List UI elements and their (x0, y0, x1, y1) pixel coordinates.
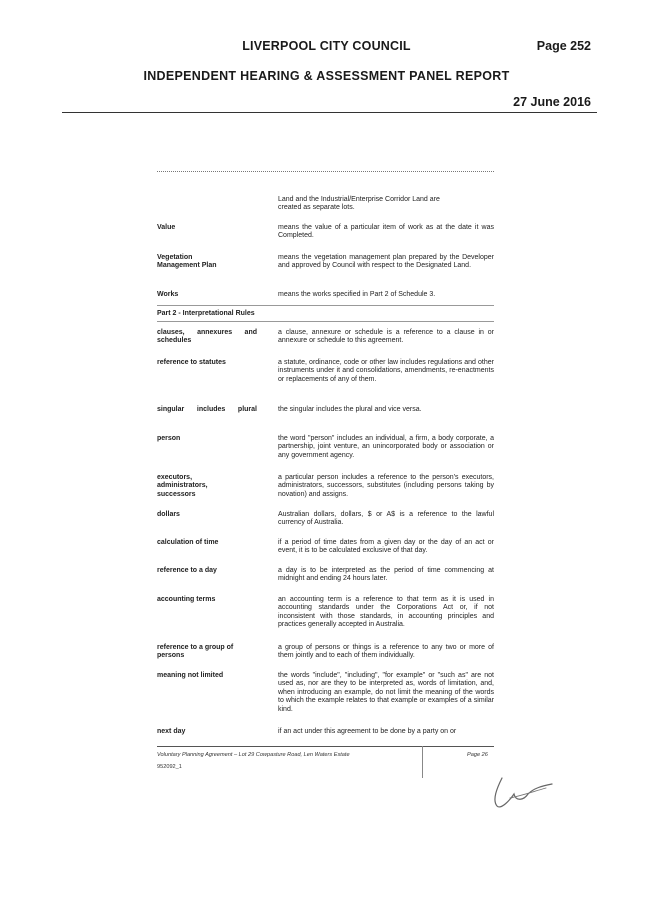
definition-term: Value (157, 224, 176, 231)
rule-text: Australian dollars, dollars, $ or A$ is … (278, 511, 494, 527)
rule-term: clauses, annexures and schedules (157, 329, 257, 345)
part-divider-bottom (157, 321, 494, 322)
rule-term: singular includes plural (157, 406, 257, 413)
rule-text: a day is to be interpreted as the period… (278, 567, 494, 583)
report-title: INDEPENDENT HEARING & ASSESSMENT PANEL R… (143, 69, 510, 83)
header-divider (62, 112, 597, 113)
rule-text: if a period of time dates from a given d… (278, 539, 494, 555)
footer-column-divider (422, 746, 423, 778)
rule-text: the words "include", "including", "for e… (278, 672, 494, 713)
footer-document-id: 952092_1 (157, 764, 182, 770)
footer-page-number: Page 26 (467, 752, 488, 758)
footer-agreement-title: Voluntary Planning Agreement – Lot 29 Co… (157, 752, 350, 758)
rule-term: meaning not limited (157, 672, 224, 679)
intro-text: Land and the Industrial/Enterprise Corri… (278, 196, 494, 213)
definition-text: means the vegetation management plan pre… (278, 254, 494, 270)
rule-term: dollars (157, 511, 180, 518)
rule-text: the singular includes the plural and vic… (278, 406, 422, 413)
rule-term: person (157, 435, 181, 442)
intro-line: Land and the Industrial/Enterprise Corri… (278, 196, 440, 203)
rule-text: a particular person includes a reference… (278, 474, 494, 498)
report-date: 27 June 2016 (513, 95, 591, 109)
handwritten-initials-icon (494, 777, 553, 808)
rule-term: executors, administrators, successors (157, 474, 208, 498)
rule-text: a statute, ordinance, code or other law … (278, 359, 494, 383)
document-top-divider (157, 171, 494, 172)
definition-text: means the works specified in Part 2 of S… (278, 291, 436, 298)
part-divider-top (157, 305, 494, 306)
report-page-number: Page 252 (536, 39, 591, 53)
rule-text: a group of persons or things is a refere… (278, 644, 494, 660)
definition-term: Vegetation Management Plan (157, 254, 217, 270)
rule-term: reference to a day (157, 567, 217, 574)
rule-term: reference to a group of persons (157, 644, 234, 660)
rule-text: a clause, annexure or schedule is a refe… (278, 329, 494, 345)
rule-term: calculation of time (157, 539, 219, 546)
definition-term: Works (157, 291, 179, 298)
rule-text: if an act under this agreement to be don… (278, 728, 457, 735)
part-2-heading: Part 2 - Interpretational Rules (157, 310, 255, 317)
footer-divider (157, 746, 494, 747)
intro-line: created as separate lots. (278, 204, 355, 212)
council-name: LIVERPOOL CITY COUNCIL (242, 39, 411, 53)
rule-term: accounting terms (157, 596, 216, 603)
definition-text: means the value of a particular item of … (278, 224, 494, 240)
rule-term: reference to statutes (157, 359, 226, 366)
rule-text: an accounting term is a reference to tha… (278, 596, 494, 629)
rule-term: next day (157, 728, 186, 735)
rule-text: the word "person" includes an individual… (278, 435, 494, 459)
